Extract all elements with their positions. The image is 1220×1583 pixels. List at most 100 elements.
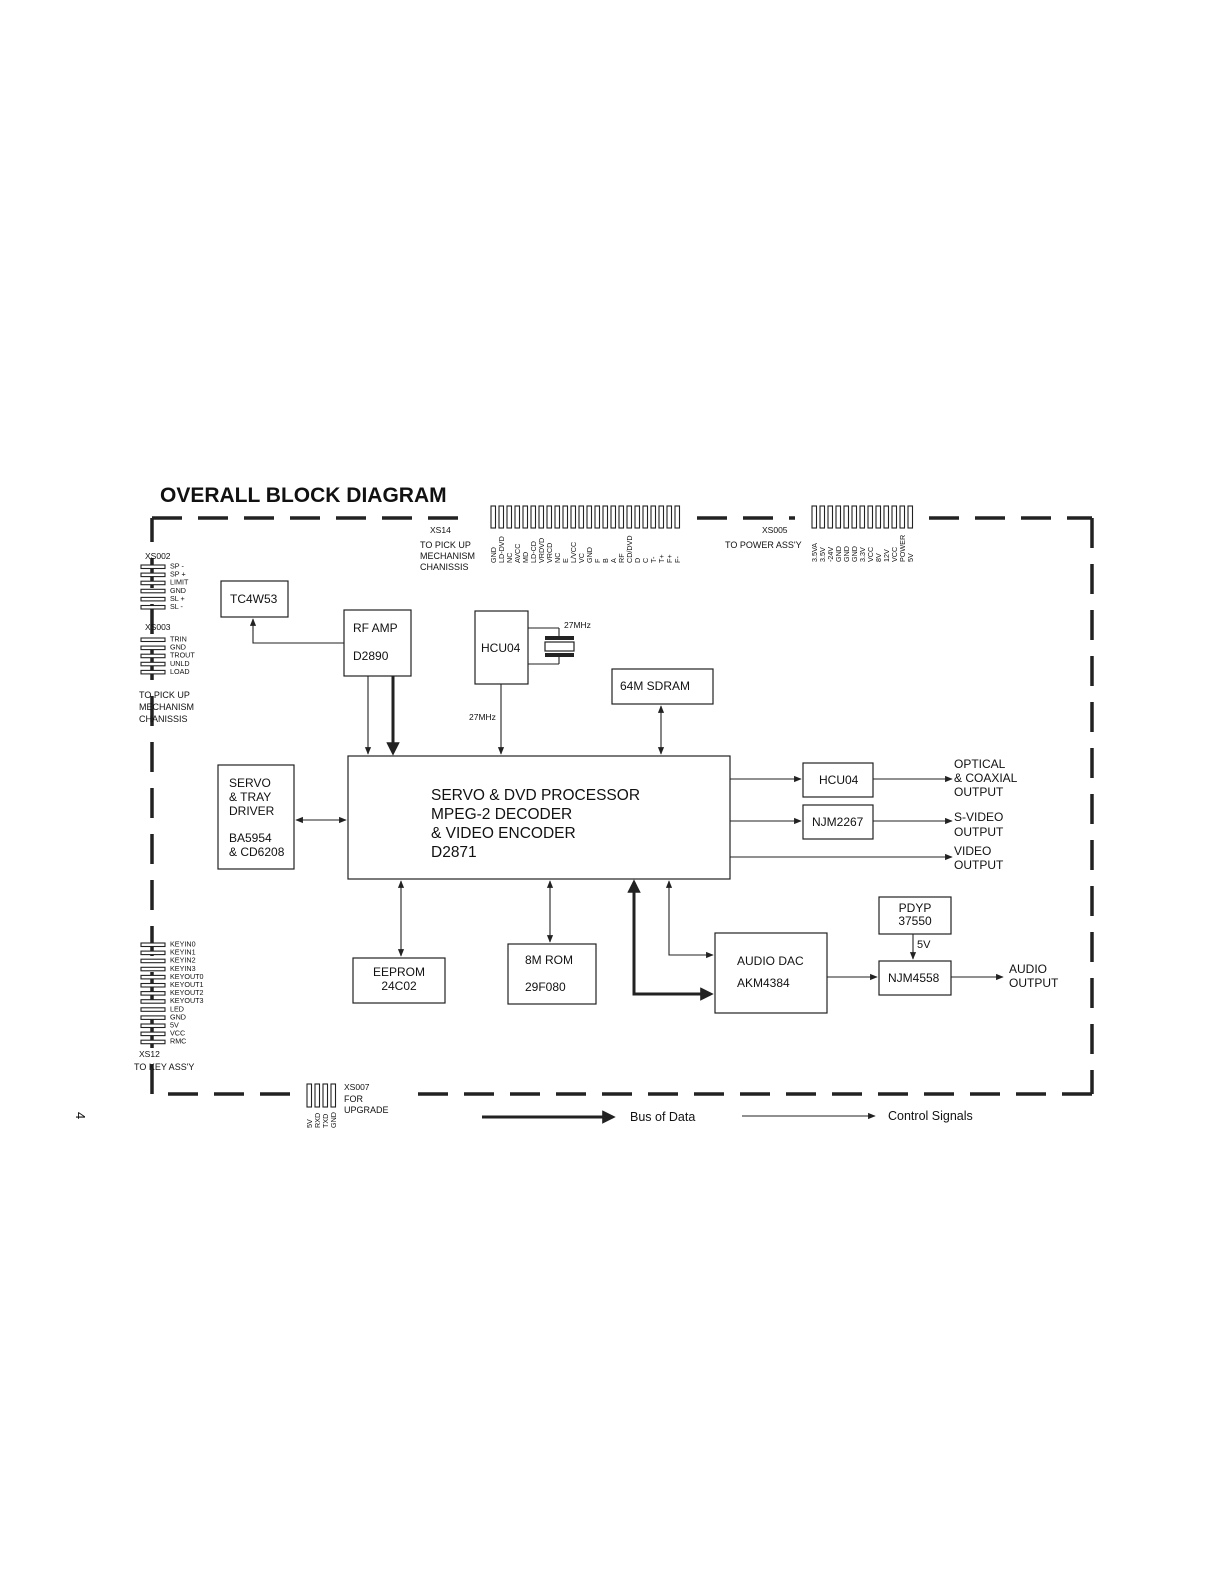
xs007-pin-label: 5V [305,1119,314,1128]
xs003-pin-label: UNLD [170,659,190,668]
xs003-pin [140,669,166,675]
xs005-pin-label: VCC [890,547,899,562]
xs005-pin-label: 3.5V [818,547,827,562]
xs14-pin-label: GND [585,547,594,563]
xs12-pin-label: RMC [170,1037,186,1046]
signal-lines: 27MHz 5V [249,618,1004,1001]
xs14-pin [554,505,561,529]
legend-control-label: Control Signals [888,1109,973,1123]
xs002-pin-label: SP - [170,562,184,571]
xs003-id: XS003 [145,622,171,632]
xs12-pin [140,982,166,988]
xs12-pin-label: KEYIN2 [170,956,196,965]
xs14-pin-label: T+ [657,554,666,563]
xs14-pin [514,505,521,529]
xs14-pin [530,505,537,529]
xs14-pin-label: AVCC [513,544,522,563]
clock-frequency: 27MHz [469,712,496,722]
xs003-pin [140,637,166,643]
xs003-desc-line1: TO PICK UP [139,690,190,700]
xs14-pins [490,505,681,529]
xs14-pin-label: B [601,558,610,563]
xs12-pin-label: KEYOUT1 [170,980,204,989]
xs005-pin-label: GND [850,546,859,562]
xs003-pin [140,645,166,651]
xs14-pin-label: MD [521,552,530,563]
processor-line1: SERVO & DVD PROCESSOR [431,787,640,804]
xs14-pin-label: RF [617,553,626,563]
xs12-pin-label: VCC [170,1029,185,1038]
xs007-pins [306,1083,337,1108]
xs14-pin-label: D [633,558,642,563]
xs14-pin [498,505,505,529]
audio-dac-part: AKM4384 [737,976,790,990]
xs14-pin-label: E [561,558,570,563]
xs14-pin [562,505,569,529]
xs12-pin [140,966,166,972]
xs14-pin-label: GND [489,547,498,563]
xs005-pin [891,505,898,529]
block-hcu04-optical: HCU04 [802,762,874,798]
xs007-pin-label: TXD [321,1114,330,1128]
xs14-desc-line2: MECHANISM [420,551,475,561]
xs14-pin-label: F+ [665,554,674,563]
xs005-pin [899,505,906,529]
xs002-pin-label: SL + [170,594,185,603]
block-rom: 8M ROM 29F080 [507,943,597,1005]
block-njm4558: NJM4558 [878,960,952,996]
xs005-pin [883,505,890,529]
block-njm2267: NJM2267 [802,804,874,840]
rom-label: 8M ROM [525,953,573,967]
xs14-pin [666,505,673,529]
block-tc4w53: TC4W53 [220,580,289,618]
xs12-pin-label: KEYIN1 [170,948,196,957]
xs12-pin-label: KEYIN0 [170,940,196,949]
xs14-pin [658,505,665,529]
xs002-pin-label: GND [170,586,186,595]
xs005-pin-label: 12V [882,549,891,562]
xs005-pin [835,505,842,529]
hcu04-opt-label: HCU04 [819,773,859,787]
xs14-pin [578,505,585,529]
xs002-pin [140,596,166,602]
xs12-pin-label: KEYOUT0 [170,972,204,981]
block-pdyp: PDYP 37550 [878,896,952,935]
xs14-pin [610,505,617,529]
xs003-pin-label: GND [170,643,186,652]
xs005-pin [819,505,826,529]
xs14-pin [522,505,529,529]
xs002-pin [140,572,166,578]
xs005-pin-label: GND [834,546,843,562]
xs14-pin [546,505,553,529]
output-audio: AUDIO OUTPUT [1009,962,1059,990]
page-title: OVERALL BLOCK DIAGRAM [160,484,447,507]
xs005-desc: TO POWER ASS'Y [725,540,802,550]
xs007-pin [322,1083,329,1108]
xs14-pin-label: NC [505,553,514,563]
xs14-pin-label: T- [649,556,658,563]
xs14-pin-label: VC [577,553,586,563]
supply-5v-label: 5V [917,939,931,951]
xs12-pin [140,1007,166,1012]
xs002-pin [140,604,166,610]
xs14-pin [594,505,601,529]
xs14-pin [506,505,513,529]
xs14-pin-label: L/VCC [569,542,578,563]
xs005-pin-label: -24V [826,547,835,562]
block-sdram: 64M SDRAM [611,668,714,705]
audio-dac-label: AUDIO DAC [737,954,804,968]
xs002-pin-label: LIMIT [170,578,189,587]
xs002-pin [140,588,166,594]
xs12-pin [140,1023,166,1029]
xs003-pin-label: TRIN [170,635,187,644]
xs14-pin [634,505,641,529]
xs005-pin [859,505,866,529]
xs005-id: XS005 [762,525,788,535]
xs007-desc-line2: UPGRADE [344,1105,389,1115]
xs007-pin [314,1083,321,1108]
